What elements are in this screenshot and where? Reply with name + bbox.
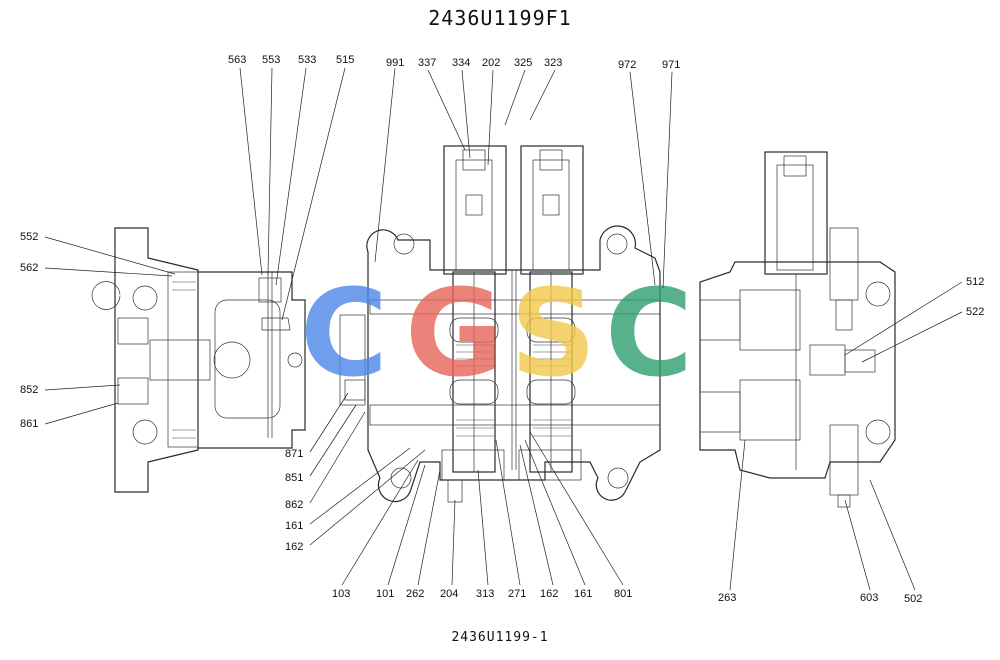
callout-552: 552: [20, 231, 38, 243]
callout-334: 334: [452, 57, 470, 69]
callout-271: 271: [508, 588, 526, 600]
spool-section-1: [441, 145, 507, 503]
callout-263: 263: [718, 592, 736, 604]
callout-972: 972: [618, 59, 636, 71]
callout-313: 313: [476, 588, 494, 600]
callout-101: 101: [376, 588, 394, 600]
left-end-cover: [91, 227, 211, 493]
callout-861: 861: [20, 418, 38, 430]
callout-515: 515: [336, 54, 354, 66]
callout-522: 522: [966, 306, 984, 318]
callout-labels: 563 553 533 515 991 337 334 202 325 323 …: [20, 54, 984, 605]
callout-502: 502: [904, 593, 922, 605]
main-valve-body: [339, 225, 661, 503]
callout-204: 204: [440, 588, 458, 600]
callout-202: 202: [482, 57, 500, 69]
watermark-letter-s: S: [510, 265, 596, 404]
callout-871: 871: [285, 448, 303, 460]
callout-553: 553: [262, 54, 280, 66]
callout-161-left: 161: [285, 520, 303, 532]
callout-533: 533: [298, 54, 316, 66]
watermark-letter-g: G: [405, 265, 504, 404]
watermark-logo: C G S C: [300, 265, 693, 404]
callout-162-right: 162: [540, 588, 558, 600]
watermark-letter-c2: C: [605, 265, 693, 404]
callout-563: 563: [228, 54, 246, 66]
drawing-number: 2436U1199-1: [451, 630, 549, 645]
callout-161-right: 161: [574, 588, 592, 600]
callout-325: 325: [514, 57, 532, 69]
callout-562: 562: [20, 262, 38, 274]
callout-337: 337: [418, 57, 436, 69]
callout-801: 801: [614, 588, 632, 600]
callout-851: 851: [285, 472, 303, 484]
callout-262: 262: [406, 588, 424, 600]
callout-852: 852: [20, 384, 38, 396]
callout-512: 512: [966, 276, 984, 288]
pilot-cover: [198, 271, 306, 449]
callout-603: 603: [860, 592, 878, 604]
watermark-letter-c1: C: [300, 265, 388, 404]
callout-862: 862: [285, 499, 303, 511]
callout-971: 971: [662, 59, 680, 71]
callout-323: 323: [544, 57, 562, 69]
spool-section-2: [518, 145, 584, 481]
diagram-title: 2436U1199F1: [428, 6, 572, 30]
callout-991: 991: [386, 57, 404, 69]
callout-103: 103: [332, 588, 350, 600]
right-inlet-section: [699, 151, 896, 508]
callout-162-left: 162: [285, 541, 303, 553]
